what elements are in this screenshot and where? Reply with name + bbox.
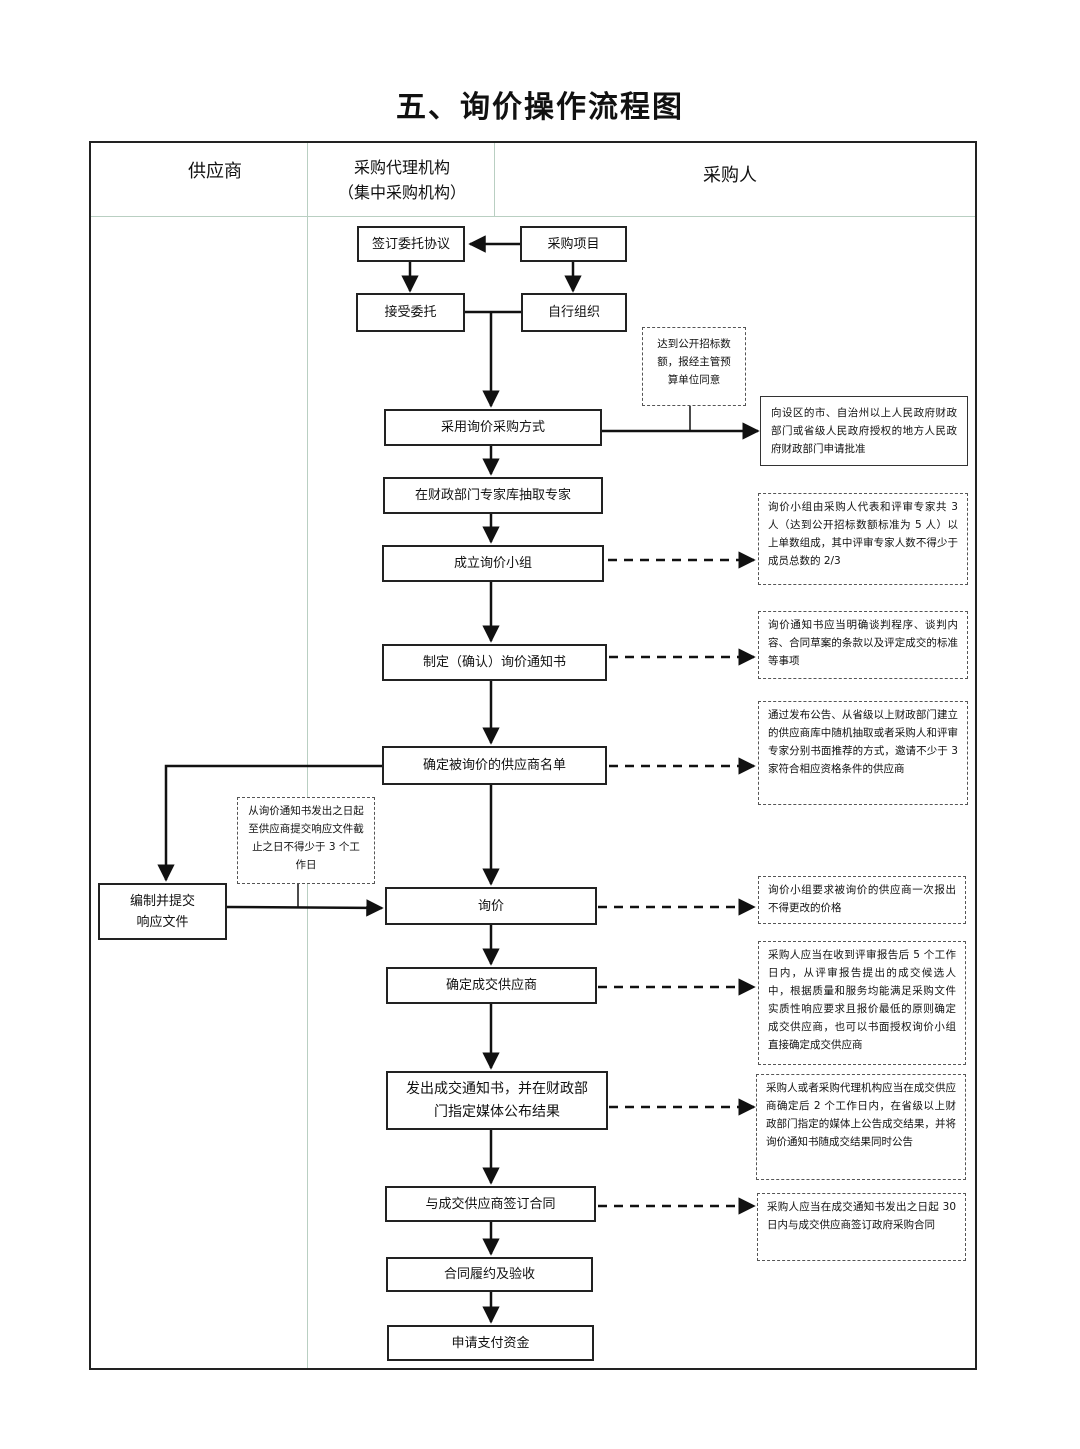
note-group-composition: 询价小组由采购人代表和评审专家共 3 人（达到公开招标数额标准为 5 人）以上单…: [758, 493, 968, 585]
node-apply-payment: 申请支付资金: [387, 1325, 594, 1361]
node-issue-notice: 发出成交通知书，并在财政部 门指定媒体公布结果: [386, 1071, 608, 1130]
node-issue-notice-line1: 发出成交通知书，并在财政部: [406, 1080, 588, 1097]
node-self-organize: 自行组织: [521, 293, 627, 332]
note-winner-rule: 采购人应当在收到评审报告后 5 个工作日内，从评审报告提出的成交候选人中，根据质…: [758, 941, 966, 1065]
arrow-confirm-to-supplier: [157, 764, 382, 882]
lane-purchaser: 采购人: [703, 165, 757, 186]
note-one-quote: 询价小组要求被询价的供应商一次报出不得更改的价格: [758, 876, 966, 924]
lane-divider-left: [307, 143, 308, 1368]
node-extract-experts: 在财政部门专家库抽取专家: [383, 477, 603, 514]
lane-divider-right: [494, 143, 495, 217]
node-sign-entrust: 签订委托协议: [357, 226, 465, 262]
node-issue-notice-line2: 门指定媒体公布结果: [434, 1103, 560, 1120]
node-performance: 合同履约及验收: [386, 1257, 593, 1292]
diagram-frame: [89, 141, 977, 1370]
note-response-time: 从询价通知书发出之日起至供应商提交响应文件截止之日不得少于 3 个工作日: [237, 797, 375, 884]
node-confirm-suppliers: 确定被询价的供应商名单: [382, 746, 607, 785]
page-title: 五、询价操作流程图: [396, 90, 684, 125]
node-prepare-response-line1: 编制并提交: [129, 893, 195, 909]
node-prepare-response: 编制并提交 响应文件: [98, 883, 227, 940]
arrow-response-to-inquiry: [226, 899, 384, 917]
lane-agency-line1: 采购代理机构: [353, 158, 450, 177]
note-approval: 向设区的市、自治州以上人民政府财政部门或省级人民政府授权的地方人民政府财政部门申…: [760, 396, 968, 466]
node-accept-entrust: 接受委托: [356, 293, 465, 332]
lane-agency-line2: （集中采购机构）: [337, 183, 466, 202]
node-purchase-project: 采购项目: [520, 226, 627, 262]
lane-supplier: 供应商: [188, 161, 242, 182]
lane-header-divider: [91, 216, 975, 217]
note-notice-content: 询价通知书应当明确谈判程序、谈判内容、合同草案的条款以及评定成交的标准等事项: [758, 611, 968, 679]
note-threshold: 达到公开招标数额，报经主管预算单位同意: [642, 327, 746, 406]
node-confirm-winner: 确定成交供应商: [386, 967, 597, 1004]
node-make-notice: 制定（确认）询价通知书: [382, 644, 607, 681]
note-publish-rule: 采购人或者采购代理机构应当在成交供应商确定后 2 个工作日内，在省级以上财政部门…: [756, 1074, 966, 1180]
note-contract-rule: 采购人应当在成交通知书发出之日起 30 日内与成交供应商签订政府采购合同: [757, 1193, 966, 1261]
node-form-group: 成立询价小组: [382, 545, 604, 582]
node-inquiry: 询价: [385, 887, 597, 925]
node-sign-contract: 与成交供应商签订合同: [385, 1186, 596, 1222]
node-adopt-method: 采用询价采购方式: [384, 409, 602, 446]
lane-agency: 采购代理机构 （集中采购机构）: [310, 155, 494, 205]
node-prepare-response-line2: 响应文件: [136, 914, 189, 930]
note-supplier-selection: 通过发布公告、从省级以上财政部门建立的供应商库中随机抽取或者采购人和评审专家分别…: [758, 701, 968, 805]
